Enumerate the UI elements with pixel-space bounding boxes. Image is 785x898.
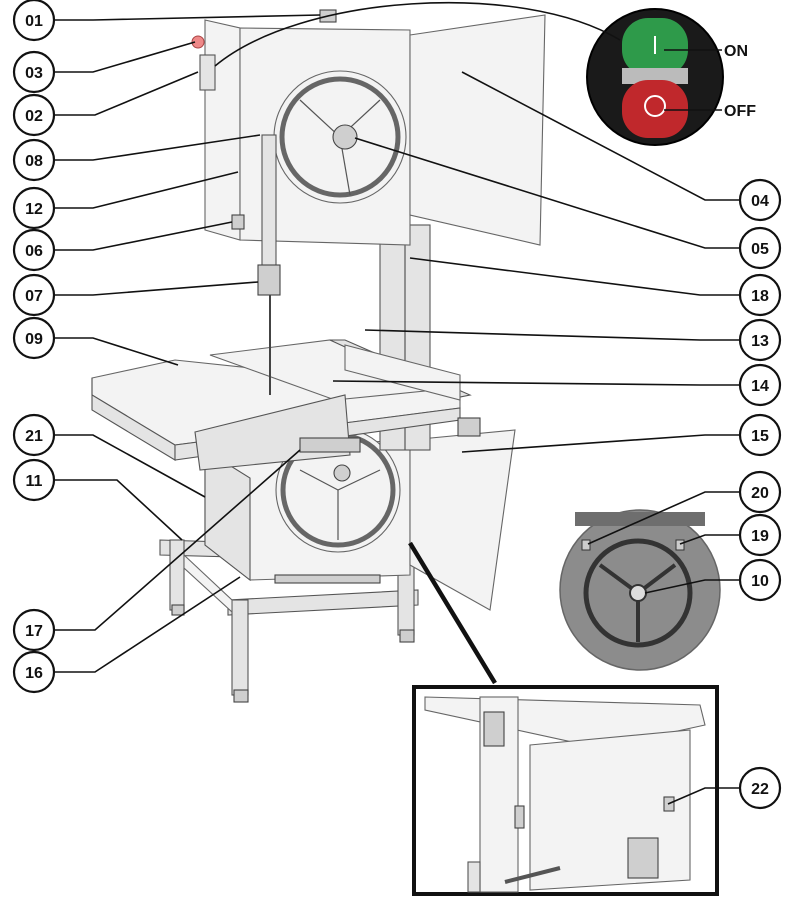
svg-text:19: 19 (751, 528, 769, 545)
svg-text:09: 09 (25, 331, 43, 348)
callout-08: 08 (12, 138, 56, 182)
svg-text:16: 16 (25, 665, 43, 682)
bandsaw-machine: ON OFF (91, 8, 756, 896)
svg-text:22: 22 (751, 781, 769, 798)
callout-09: 09 (12, 316, 56, 360)
svg-text:14: 14 (751, 378, 769, 395)
svg-text:07: 07 (25, 288, 43, 305)
svg-text:01: 01 (25, 13, 43, 30)
svg-text:05: 05 (751, 241, 769, 258)
callout-07: 07 (12, 273, 56, 317)
on-label: ON (724, 43, 748, 60)
callout-13: 13 (738, 318, 782, 362)
off-button (622, 80, 688, 138)
svg-text:10: 10 (751, 573, 769, 590)
callout-15: 15 (738, 413, 782, 457)
upper-housing (191, 9, 411, 246)
callout-11: 11 (12, 458, 56, 502)
lower-wheel-inset (559, 509, 721, 671)
callout-20: 20 (738, 470, 782, 514)
svg-text:04: 04 (751, 193, 769, 210)
callouts: 01 03 02 08 12 06 07 09 (12, 0, 782, 810)
callout-12: 12 (12, 186, 56, 230)
svg-text:15: 15 (751, 428, 769, 445)
power-switch-inset: ON OFF (586, 8, 756, 146)
svg-text:20: 20 (751, 485, 769, 502)
callout-03: 03 (12, 50, 56, 94)
svg-text:08: 08 (25, 153, 43, 170)
svg-text:21: 21 (25, 428, 43, 445)
callout-06: 06 (12, 228, 56, 272)
upper-door (409, 14, 546, 246)
callout-14: 14 (738, 363, 782, 407)
callout-22: 22 (738, 766, 782, 810)
svg-text:13: 13 (751, 333, 769, 350)
callout-05: 05 (738, 226, 782, 270)
callout-02: 02 (12, 93, 56, 137)
blade-guide (257, 134, 281, 395)
svg-text:11: 11 (26, 473, 43, 490)
svg-text:02: 02 (25, 108, 43, 125)
svg-text:06: 06 (25, 243, 43, 260)
lower-door (409, 429, 516, 611)
callout-16: 16 (12, 650, 56, 694)
svg-text:17: 17 (25, 623, 43, 640)
leader-lines (55, 1, 740, 805)
callout-10: 10 (738, 558, 782, 602)
rear-detail-inset (412, 685, 719, 896)
callout-17: 17 (12, 608, 56, 652)
callout-04: 04 (738, 178, 782, 222)
callout-18: 18 (738, 273, 782, 317)
svg-text:12: 12 (25, 201, 43, 218)
callout-21: 21 (12, 413, 56, 457)
off-label: OFF (724, 103, 756, 120)
svg-text:18: 18 (751, 288, 769, 305)
svg-text:03: 03 (25, 65, 43, 82)
callout-19: 19 (738, 513, 782, 557)
callout-01: 01 (12, 0, 56, 42)
